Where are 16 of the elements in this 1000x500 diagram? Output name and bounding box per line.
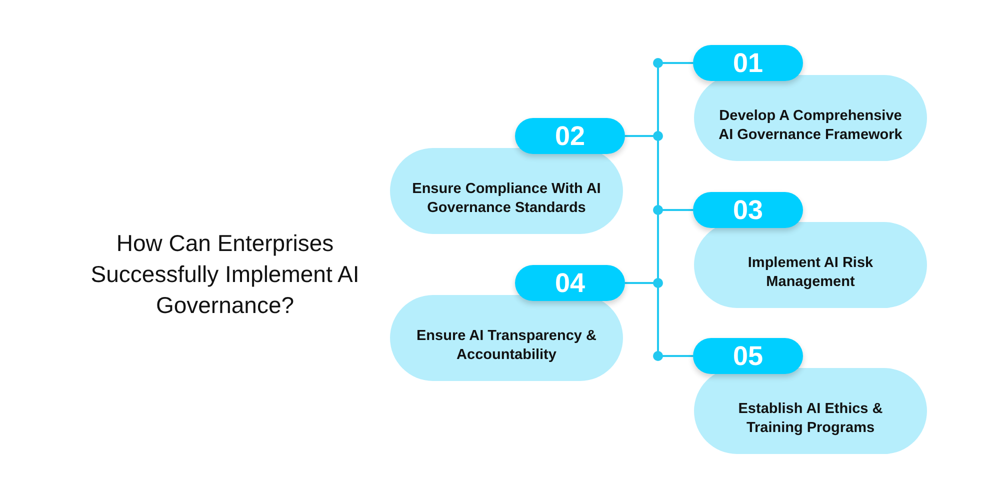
- step-number: 05: [732, 342, 764, 370]
- number-badge: [515, 118, 625, 154]
- step-number: 03: [732, 196, 764, 224]
- number-badge: [515, 265, 625, 301]
- step-number: 02: [554, 122, 586, 150]
- step-text: Ensure AI Transparency & Accountability: [416, 327, 598, 365]
- step-text: Develop A Comprehensive AI Governance Framework: [718, 107, 904, 145]
- title: How Can Enterprises Successfully Implement AI Governance?: [90, 229, 360, 320]
- step-text: Establish AI Ethics & Training Programs: [737, 400, 884, 438]
- step-number: 04: [554, 270, 586, 296]
- number-badge: [693, 45, 803, 81]
- step-number: 01: [732, 50, 764, 76]
- step-text: Ensure Compliance With AI Governance Standards: [411, 180, 602, 218]
- number-badge: [693, 192, 803, 228]
- number-badge: [693, 338, 803, 374]
- step-text: Implement AI Risk Management: [746, 254, 874, 292]
